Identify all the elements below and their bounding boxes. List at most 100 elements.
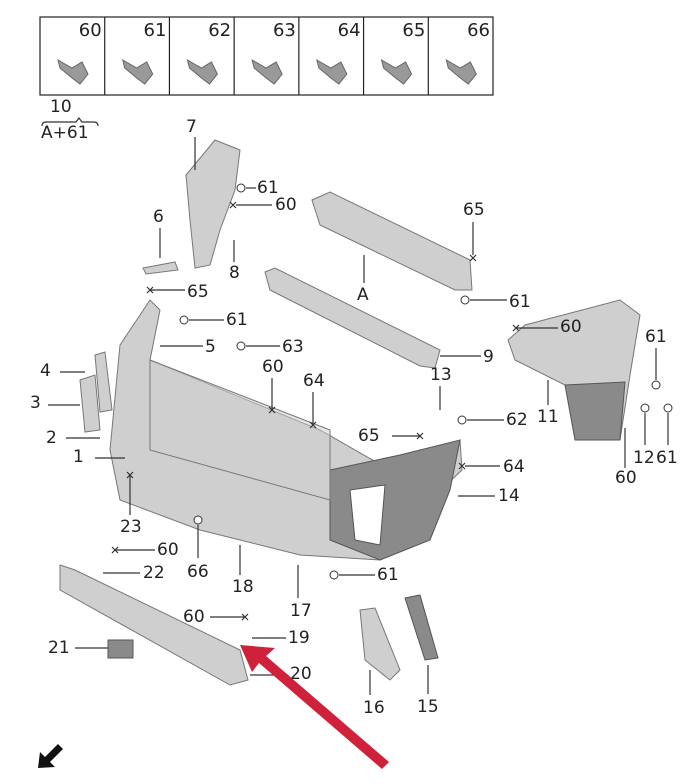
screw-marker (416, 432, 424, 440)
clip-marker (663, 403, 673, 413)
clip-marker (236, 341, 246, 351)
fastener-66-icon (445, 58, 477, 85)
callout-65: 65 (463, 200, 485, 220)
fastener-number: 60 (79, 20, 102, 41)
callout-60: 60 (560, 317, 582, 337)
fastener-number: 63 (273, 20, 296, 41)
callout-60: 60 (183, 607, 205, 627)
callout-13: 13 (430, 365, 452, 385)
callout-A: A (357, 285, 369, 305)
callout-64: 64 (503, 457, 525, 477)
fastener-number: 66 (467, 20, 490, 41)
screw-marker (458, 462, 466, 470)
callout-4: 4 (40, 361, 51, 381)
screw-marker (229, 201, 237, 209)
grille-frame (149, 359, 331, 501)
callout-61: 61 (509, 292, 531, 312)
bracket-6 (142, 261, 179, 275)
callout-61: 61 (645, 327, 667, 347)
upper-strip-9 (264, 267, 441, 369)
callout-61: 61 (656, 448, 678, 468)
callout-61: 61 (226, 310, 248, 330)
fastener-number: 61 (144, 20, 167, 41)
callout-14: 14 (498, 486, 520, 506)
clip-marker (193, 515, 203, 525)
callout-5: 5 (205, 337, 216, 357)
screw-marker (512, 324, 520, 332)
callout-6: 6 (153, 207, 164, 227)
reflector-3 (79, 374, 101, 433)
callout-66: 66 (187, 562, 209, 582)
callout-9: 9 (483, 347, 494, 367)
callout-60: 60 (262, 357, 284, 377)
grille-16 (359, 607, 401, 681)
screw-marker (241, 613, 249, 621)
plate-21 (107, 639, 134, 659)
callout-7: 7 (186, 117, 197, 137)
fastener-table: 60 61 62 63 64 65 66 (39, 16, 494, 96)
grille-insert-11 (564, 381, 626, 441)
clip-marker (457, 415, 467, 425)
assembly-note: 10 A+61 (41, 97, 99, 143)
screw-marker (126, 471, 134, 479)
screw-marker (268, 406, 276, 414)
parts (59, 139, 641, 686)
callout-23: 23 (120, 517, 142, 537)
callout-64: 64 (303, 371, 325, 391)
callout-63: 63 (282, 337, 304, 357)
callout-15: 15 (417, 697, 439, 717)
callout-1: 1 (73, 447, 84, 467)
callout-3: 3 (30, 393, 41, 413)
trim-15 (404, 594, 439, 661)
callout-19: 19 (288, 628, 310, 648)
screw-marker (146, 286, 154, 294)
fastener-64-icon (316, 58, 348, 85)
callout-8: 8 (229, 263, 240, 283)
screw-marker (111, 546, 119, 554)
clip-marker (460, 295, 470, 305)
callout-11: 11 (537, 407, 559, 427)
fastener-number: 64 (338, 20, 361, 41)
fastener-number: 65 (402, 20, 425, 41)
fastener-number: 62 (208, 20, 231, 41)
direction-arrow-icon (38, 744, 63, 768)
callout-60: 60 (157, 540, 179, 560)
fog-opening (349, 484, 386, 546)
callout-16: 16 (363, 698, 385, 718)
brace (41, 117, 99, 127)
clip-marker (236, 183, 246, 193)
reflector-4 (94, 351, 113, 413)
clip-marker (640, 403, 650, 413)
fastener-65-icon (380, 58, 413, 85)
callout-12: 12 (633, 448, 655, 468)
table-border (39, 16, 494, 96)
bracket-7 (185, 139, 241, 269)
callout-65: 65 (187, 282, 209, 302)
screw-marker (309, 421, 317, 429)
assembly-number: 10 (50, 97, 72, 117)
callout-60: 60 (615, 468, 637, 488)
callout-18: 18 (232, 577, 254, 597)
fastener-61-icon (121, 58, 154, 85)
fastener-60-icon (57, 58, 89, 85)
fastener-63-icon (251, 58, 283, 85)
callout-65: 65 (358, 426, 380, 446)
callout-21: 21 (48, 638, 70, 658)
clip-marker (651, 380, 661, 390)
callout-17: 17 (290, 601, 312, 621)
callout-22: 22 (143, 563, 165, 583)
assembly-contents: A+61 (41, 123, 89, 143)
callout-61: 61 (377, 565, 399, 585)
callout-60: 60 (275, 195, 297, 215)
callout-2: 2 (46, 428, 57, 448)
callout-62: 62 (506, 410, 528, 430)
clip-marker (179, 315, 189, 325)
screw-marker (469, 254, 477, 262)
highlight-arrow-icon (240, 645, 389, 769)
callout-61: 61 (257, 178, 279, 198)
lower-grille-20 (59, 564, 249, 686)
carrier-A (311, 191, 473, 291)
